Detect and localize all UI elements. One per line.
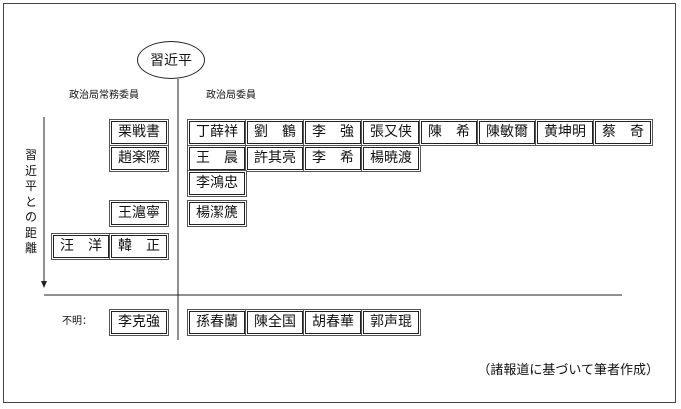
row-2-standing-member: 趙楽際 — [110, 146, 168, 171]
diagram-frame — [3, 3, 676, 403]
row-1-standing-member: 栗戦書 — [110, 120, 168, 145]
unknown-politburo-member: 胡春華 — [304, 310, 362, 335]
row-1-politburo-member: 李強 — [304, 120, 362, 145]
row-1-politburo-member: 蔡奇 — [594, 120, 652, 145]
y-axis-label: 習近平との距離 — [24, 148, 37, 255]
header-standing-committee: 政治局常務委員 — [69, 90, 139, 101]
row-4-standing-member: 王滬寧 — [110, 201, 168, 226]
unknown-politburo-member: 陳全国 — [246, 310, 304, 335]
unknown-politburo-member: 郭声琨 — [362, 310, 420, 335]
row-2-politburo-member: 王晨 — [188, 146, 246, 171]
row-1-politburo-member: 劉鶴 — [246, 120, 304, 145]
source-note: （諸報道に基づいて筆者作成） — [477, 363, 659, 378]
unknown-politburo-member: 孫春蘭 — [188, 310, 246, 335]
row-2-politburo-member: 李希 — [304, 146, 362, 171]
center-person-ellipse: 習近平 — [137, 41, 205, 79]
row-5-standing-member: 韓正 — [110, 234, 168, 259]
center-person-name: 習近平 — [150, 53, 192, 69]
row-1-politburo-member: 陳敏爾 — [478, 120, 536, 145]
row-1-politburo-member: 陳希 — [420, 120, 478, 145]
row-2-politburo-member: 許其亮 — [246, 146, 304, 171]
header-politburo: 政治局委員 — [206, 90, 256, 101]
row-1-politburo-member: 黄坤明 — [536, 120, 594, 145]
distance-axis-arrowhead — [41, 281, 47, 288]
row-3-politburo-member: 李鴻忠 — [188, 171, 246, 196]
row-1-politburo-member: 丁薛祥 — [188, 120, 246, 145]
row-4-politburo-member: 楊潔篪 — [188, 201, 246, 226]
row-5-standing-member: 汪洋 — [52, 234, 110, 259]
unknown-label: 不明： — [62, 316, 92, 327]
row-2-politburo-member: 楊暁渡 — [362, 146, 420, 171]
row-1-politburo-member: 張又侠 — [362, 120, 420, 145]
unknown-standing-member: 李克強 — [110, 310, 168, 335]
